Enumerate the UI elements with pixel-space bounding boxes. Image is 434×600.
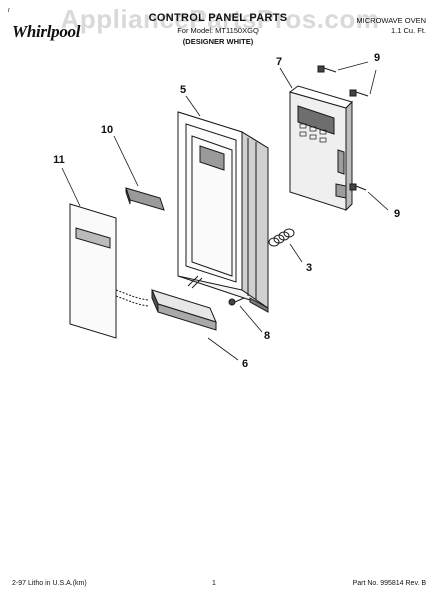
leader-lines: [61, 61, 389, 361]
callout-10: 10: [100, 124, 114, 136]
page-title: CONTROL PANEL PARTS: [148, 12, 288, 24]
model-line: For Model: MT1150XGQ: [177, 26, 259, 35]
litho-note: 2-97 Litho in U.S.A.(km): [12, 580, 87, 587]
screw-part-8: [228, 297, 245, 306]
callout-8: 8: [263, 330, 271, 342]
keypad-overlay-part: [69, 203, 149, 339]
screw-part-bottom: [349, 183, 367, 191]
watermark: AppliancePartsPros.com: [60, 4, 380, 34]
page-number: 1: [212, 580, 216, 587]
callout-3: 3: [305, 262, 313, 274]
callout-5: 5: [179, 84, 187, 96]
product-name: MICROWAVE OVEN: [356, 16, 426, 25]
display-lens-part: [125, 187, 165, 211]
callout-9-bottom: 9: [393, 208, 401, 220]
control-panel-part: [288, 85, 353, 212]
callout-9-top: 9: [373, 52, 381, 64]
callout-6: 6: [241, 358, 249, 370]
callout-7: 7: [275, 56, 283, 68]
spring-part: [268, 228, 295, 247]
registered-mark: r: [8, 8, 10, 14]
callout-11: 11: [53, 154, 65, 166]
door-button-part: [151, 275, 217, 331]
product-info: MICROWAVE OVEN 1.1 Cu. Ft.: [322, 16, 426, 36]
product-capacity: 1.1 Cu. Ft.: [390, 26, 426, 35]
screw-parts-top: [317, 65, 369, 97]
part-number: Part No. 995814 Rev. B: [352, 580, 426, 587]
color-line: (DESIGNER WHITE): [182, 37, 254, 46]
door-assembly-part: [177, 111, 269, 313]
whirlpool-logo: Whirlpool: [12, 22, 81, 41]
